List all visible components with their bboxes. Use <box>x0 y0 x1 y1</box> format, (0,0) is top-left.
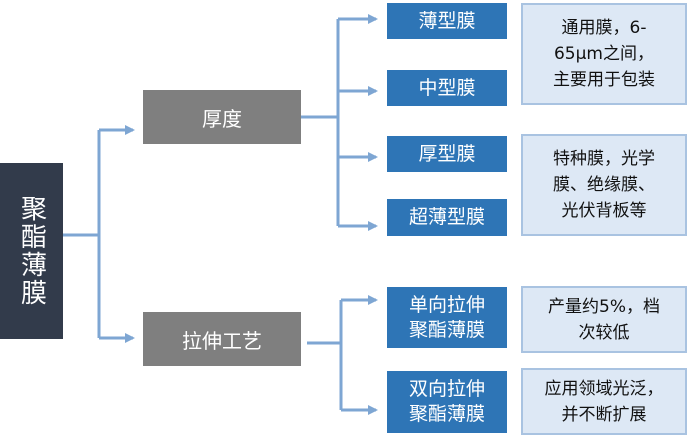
note-special-film-text: 特种膜，光学 膜、绝缘膜、 光伏背板等 <box>553 149 655 221</box>
note-biaxial: 应用领域光泛， 并不断扩展 <box>521 368 687 435</box>
note-special-film: 特种膜，光学 膜、绝缘膜、 光伏背板等 <box>521 134 687 236</box>
note-biaxial-text: 应用领域光泛， 并不断扩展 <box>544 378 664 425</box>
leaf-thick-film: 厚型膜 <box>387 136 507 172</box>
leaf-uniaxial-film: 单向拉伸 聚酯薄膜 <box>387 287 507 348</box>
root-node: 聚酯薄膜 <box>0 163 63 339</box>
category-stretching: 拉伸工艺 <box>143 312 301 366</box>
note-general-film: 通用膜，6- 65μm之间， 主要用于包装 <box>521 3 687 105</box>
note-uniaxial: 产量约5%，档 次较低 <box>521 286 687 353</box>
note-uniaxial-text: 产量约5%，档 次较低 <box>548 296 660 343</box>
leaf-medium-film: 中型膜 <box>387 70 507 106</box>
leaf-thin-film-label: 薄型膜 <box>418 9 476 32</box>
category-stretching-label: 拉伸工艺 <box>182 328 262 353</box>
root-label: 聚酯薄膜 <box>16 195 47 307</box>
leaf-thick-film-label: 厚型膜 <box>418 142 476 165</box>
category-thickness-label: 厚度 <box>202 106 242 131</box>
category-thickness: 厚度 <box>143 90 301 144</box>
leaf-medium-film-label: 中型膜 <box>418 76 476 99</box>
leaf-ultrathin-film-label: 超薄型膜 <box>408 206 485 228</box>
note-general-film-text: 通用膜，6- 65μm之间， 主要用于包装 <box>553 18 655 90</box>
leaf-uniaxial-film-label: 单向拉伸 聚酯薄膜 <box>408 293 485 341</box>
leaf-biaxial-film: 双向拉伸 聚酯薄膜 <box>387 371 507 433</box>
leaf-biaxial-film-label: 双向拉伸 聚酯薄膜 <box>408 378 485 425</box>
leaf-ultrathin-film: 超薄型膜 <box>387 199 507 236</box>
leaf-thin-film: 薄型膜 <box>387 3 507 39</box>
